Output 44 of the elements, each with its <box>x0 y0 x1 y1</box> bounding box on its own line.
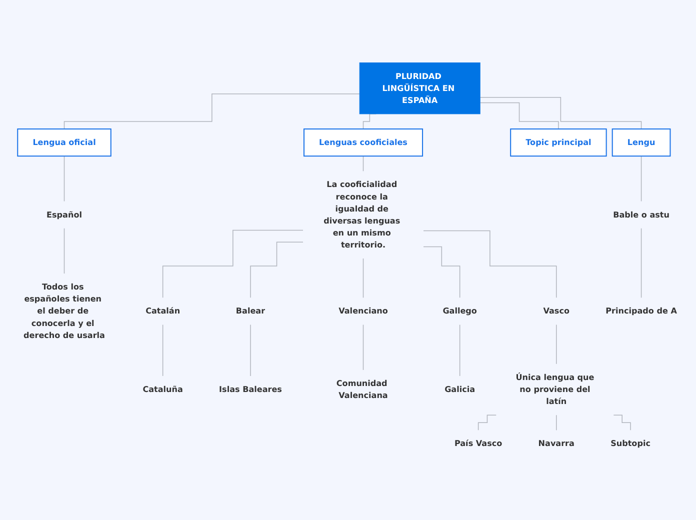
node-box: Lengu <box>612 128 671 157</box>
node-box: PLURIDAD LINGÜÍSTICA EN ESPAÑA <box>359 62 480 114</box>
node-text: Valenciano <box>338 306 388 316</box>
connector <box>423 230 557 298</box>
connector <box>64 228 65 274</box>
connector <box>459 324 460 376</box>
node-text: Navarra <box>538 438 574 448</box>
connector <box>162 324 164 376</box>
node-text: Bable o astu <box>613 210 670 220</box>
connector <box>640 228 642 298</box>
node-text: Catalán <box>146 306 180 316</box>
connector <box>556 414 557 431</box>
node-text: Galicia <box>444 384 476 394</box>
connector <box>64 156 65 202</box>
node-text: Subtopic <box>610 438 650 448</box>
node-text: Vasco <box>543 306 570 316</box>
connector <box>250 324 251 376</box>
node-text: Única lengua que no proviene del latín <box>516 372 594 406</box>
node-text: País Vasco <box>454 438 502 448</box>
connector <box>250 242 304 298</box>
node-text: Islas Baleares <box>219 384 282 394</box>
node-text: Gallego <box>442 306 477 316</box>
node-box: Lengua oficial <box>17 128 112 157</box>
connector <box>556 324 557 364</box>
connector <box>362 258 364 298</box>
connector <box>362 324 364 370</box>
connector <box>64 94 360 130</box>
connector <box>480 96 642 130</box>
connector <box>423 246 460 298</box>
node-text: Todos los españoles tienen el deber de conocerla y el derecho de usarla <box>24 282 105 340</box>
connector <box>613 414 631 431</box>
node-text: Principado de A <box>606 306 677 316</box>
connector <box>478 414 496 431</box>
connector <box>480 102 559 130</box>
connector <box>362 156 364 172</box>
node-text: La cooficialidad reconoce la igualdad de diversas lenguas en un mismo territorio. <box>324 180 400 250</box>
connector <box>162 230 304 298</box>
node-text: Comunidad Valenciana <box>336 378 388 400</box>
node-text: Cataluña <box>142 384 183 394</box>
node-box: Lenguas cooficiales <box>303 128 424 157</box>
connector <box>640 156 642 202</box>
node-text: Español <box>46 210 82 220</box>
node-text: Balear <box>236 306 266 316</box>
node-box: Topic principal <box>510 128 607 157</box>
